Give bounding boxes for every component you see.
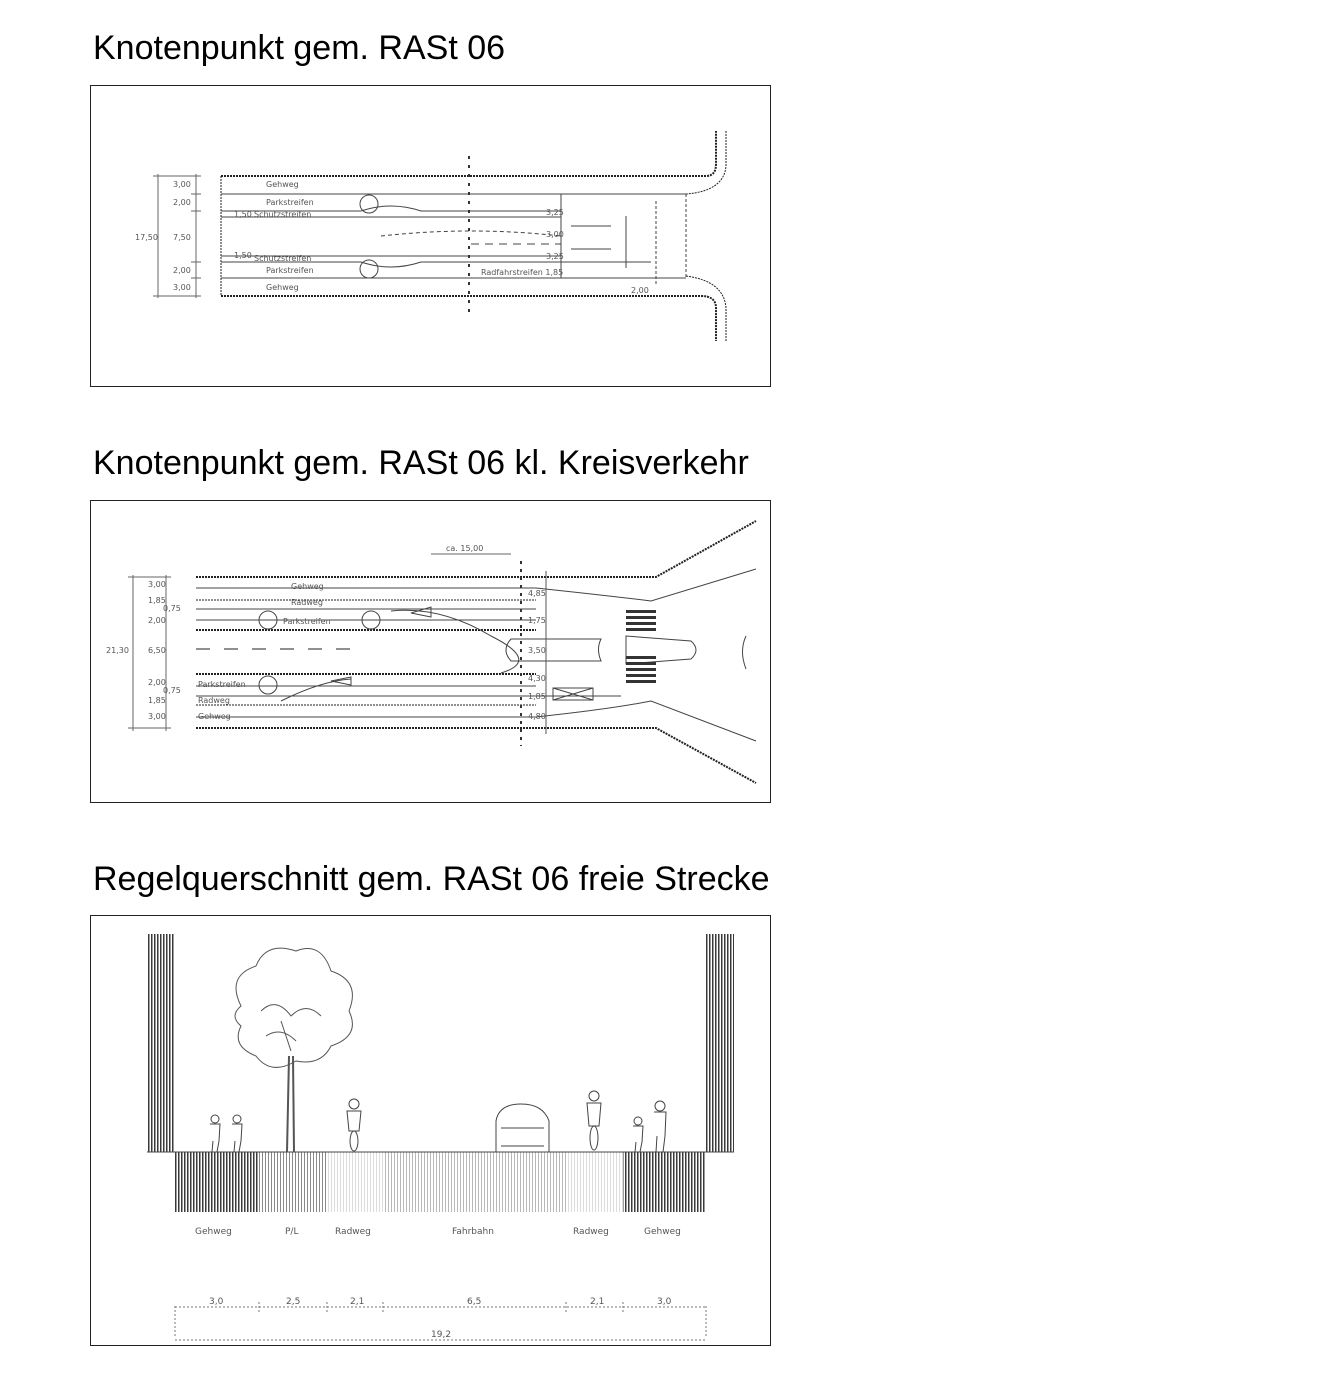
dim-label: 1,50: [234, 210, 252, 219]
dim-label: 3,00: [546, 230, 564, 239]
intersection-plan-svg: 3,00 2,00 1,50 7,50 1,50 2,00 3,00 17,50…: [135, 131, 727, 341]
dim-label: 6,5: [467, 1297, 481, 1307]
zone-label: Gehweg: [198, 712, 231, 721]
zone-label: Radfahrstreifen 1,85: [481, 268, 563, 277]
zone-label: Radweg: [198, 696, 230, 705]
section-1-title: Knotenpunkt gem. RASt 06: [93, 29, 506, 67]
top-road-edge: [221, 131, 717, 177]
dim-label: ca. 15,00: [446, 544, 483, 553]
dim-label: 17,50: [135, 233, 158, 242]
zone-label: Parkstreifen: [266, 198, 314, 207]
building-right: [706, 934, 734, 1152]
dim-label: 3,0: [209, 1297, 224, 1307]
bottom-road-edge: [196, 727, 757, 784]
dim-label: 3,0: [657, 1297, 672, 1307]
dim-label: 4,30: [528, 674, 546, 683]
dim-label: 3,25: [546, 252, 564, 261]
dim-label: 1,85: [528, 692, 546, 701]
zone-gehweg-right: [623, 1152, 706, 1212]
dim-label: 0,75: [163, 604, 181, 613]
dim-label: 3,00: [148, 712, 166, 721]
tree-icon: [234, 947, 353, 1153]
zone-label: Parkstreifen: [198, 680, 246, 689]
zone-label: Schutzstreifen: [254, 254, 311, 263]
dim-label: 3,00: [173, 283, 191, 292]
intersection-plan-drawing: 3,00 2,00 1,50 7,50 1,50 2,00 3,00 17,50…: [90, 85, 771, 387]
dim-label: 2,1: [590, 1297, 604, 1307]
roundabout-plan-svg: ca. 15,00 3,00 1,85 0,75 2,00 6,50 2,00 …: [106, 520, 757, 784]
dim-label: 1,75: [528, 616, 546, 625]
dim-label: 2,00: [173, 198, 191, 207]
car-icon: [495, 1103, 550, 1152]
zone-label: Gehweg: [266, 180, 299, 189]
zone-gehweg-left: [175, 1152, 259, 1212]
dim-label: 7,50: [173, 233, 191, 242]
zone-label: Radweg: [335, 1227, 371, 1237]
zone-label: Fahrbahn: [452, 1227, 494, 1237]
zone-label: Gehweg: [266, 283, 299, 292]
zone-label: Parkstreifen: [266, 266, 314, 275]
pedestrians-right-icon: [633, 1100, 667, 1153]
building-left: [147, 934, 175, 1152]
total-width-label: 19,2: [431, 1330, 451, 1340]
cyclist-left-icon: [346, 1098, 362, 1152]
zone-label: Radweg: [573, 1227, 609, 1237]
zone-label: Gehweg: [644, 1227, 681, 1237]
zone-label: Parkstreifen: [283, 617, 331, 626]
roundabout-plan-drawing: ca. 15,00 3,00 1,85 0,75 2,00 6,50 2,00 …: [90, 500, 771, 803]
dim-label: 1,85: [148, 596, 166, 605]
dim-label: 2,00: [148, 678, 166, 687]
dim-label: 1,85: [148, 696, 166, 705]
dim-label: 2,00: [148, 616, 166, 625]
zone-label: Schutzstreifen: [254, 210, 311, 219]
top-road-edge: [196, 520, 757, 578]
dim-label: 1,50: [234, 251, 252, 260]
dim-label: 2,5: [286, 1297, 300, 1307]
dim-label: 2,1: [350, 1297, 364, 1307]
zone-label: P/L: [285, 1227, 298, 1237]
dim-label: 6,50: [148, 646, 166, 655]
cyclist-right-icon: [586, 1090, 602, 1151]
dim-label: 4,80: [528, 712, 546, 721]
zone-label: Radweg: [291, 598, 323, 607]
dim-label: 3,50: [528, 646, 546, 655]
zone-label: Gehweg: [291, 582, 324, 591]
bottom-road-edge: [221, 295, 717, 341]
cross-section-svg: Gehweg P/L Radweg Fahrbahn Radweg Gehweg…: [147, 934, 734, 1341]
dim-label: 3,25: [546, 208, 564, 217]
pedestrians-left-icon: [210, 1114, 243, 1153]
zone-label: Gehweg: [195, 1227, 232, 1237]
zone-pl: [259, 1152, 327, 1212]
dim-label: 3,00: [148, 580, 166, 589]
zone-radweg-right: [566, 1152, 623, 1212]
section-2-title: Knotenpunkt gem. RASt 06 kl. Kreisverkeh…: [93, 444, 749, 482]
dim-label: 2,00: [173, 266, 191, 275]
section-3-title: Regelquerschnitt gem. RASt 06 freie Stre…: [93, 860, 770, 898]
dim-label: 21,30: [106, 646, 129, 655]
dim-label: 3,00: [173, 180, 191, 189]
dim-label: 2,00: [631, 286, 649, 295]
cross-section-drawing: Gehweg P/L Radweg Fahrbahn Radweg Gehweg…: [90, 915, 771, 1346]
zone-fahrbahn: [383, 1152, 566, 1212]
dim-label: 0,75: [163, 686, 181, 695]
dim-label: 4,85: [528, 589, 546, 598]
zone-radweg-left: [327, 1152, 383, 1212]
